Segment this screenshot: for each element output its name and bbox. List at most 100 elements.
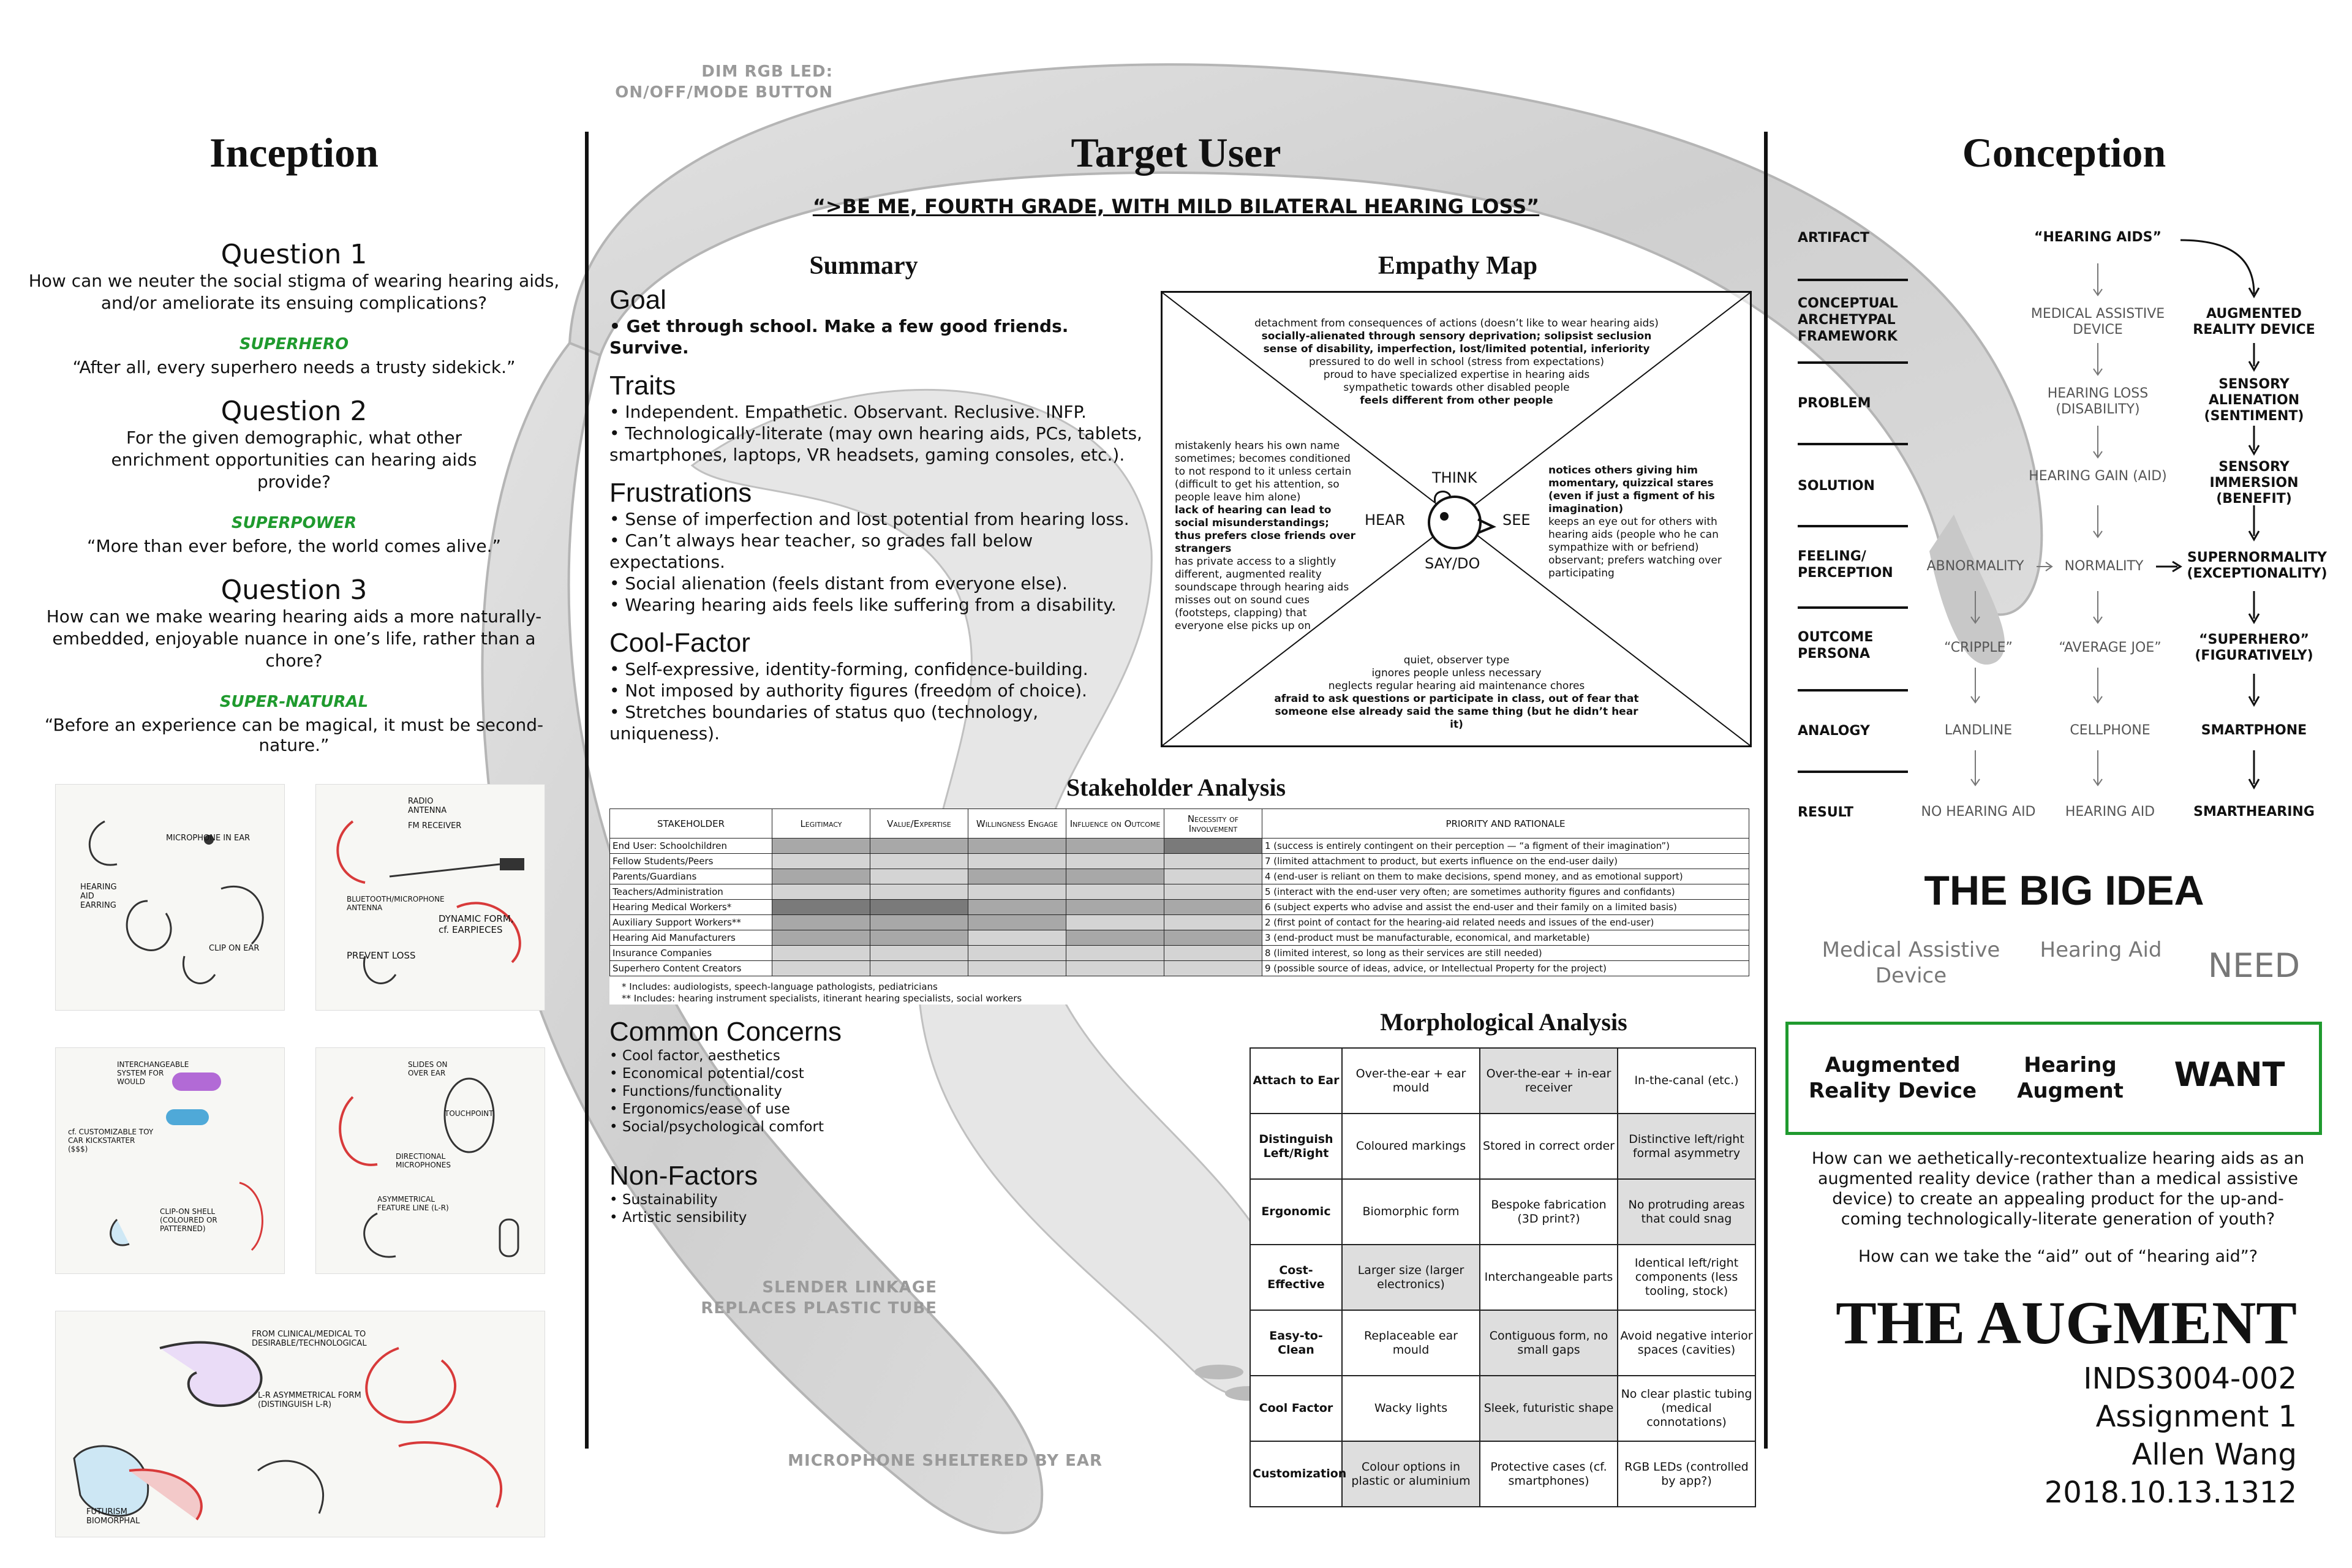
assignment: Assignment 1 <box>2095 1400 2297 1434</box>
hear-item: lack of hearing can lead to social misun… <box>1175 504 1356 555</box>
rating-cell <box>1066 853 1164 869</box>
morph-option: No clear plastic tubing (medical connota… <box>1617 1375 1756 1442</box>
morph-label: Easy-to-Clean <box>1250 1310 1343 1376</box>
sketch-note: L-R ASYMMETRICAL FORM (DISTINGUISH L-R) <box>258 1391 361 1409</box>
rating-cell <box>772 884 870 900</box>
stakeholder-name: Fellow Students/Peers <box>609 853 772 869</box>
morph-option: Coloured markings <box>1341 1113 1480 1180</box>
led-annotation: DIM RGB LED: ON/OFF/MODE BUTTON <box>612 61 833 103</box>
footnote: ** Includes: hearing instrument speciali… <box>622 993 1022 1004</box>
author: Allen Wang <box>2132 1438 2297 1472</box>
inception-questions: Question 1 How can we neuter the social … <box>18 239 570 755</box>
rating-cell <box>870 914 968 930</box>
see-label: SEE <box>1502 511 1531 529</box>
framework-label: PROBLEM <box>1798 396 1871 411</box>
morph-option: Sleek, futuristic shape <box>1479 1375 1618 1442</box>
rating-cell <box>870 869 968 884</box>
rating-cell <box>870 930 968 946</box>
linkage-annotation-line: SLENDER LINKAGE <box>762 1278 937 1297</box>
morph-label: Attach to Ear <box>1250 1047 1343 1114</box>
concerns-list: Cool factor, aesthetics Economical poten… <box>609 1047 1161 1136</box>
morph-option: Over-the-ear + ear mould <box>1341 1047 1480 1114</box>
question-title: Question 2 <box>221 396 368 427</box>
morph-label: Customization <box>1250 1441 1346 1507</box>
say-quadrant: quiet, observer type ignores people unle… <box>1273 654 1640 731</box>
morph-option: Over-the-ear + in-ear receiver <box>1479 1047 1618 1114</box>
rating-cell <box>1066 930 1164 946</box>
sketch-note: HEARING AID EARRING <box>80 883 117 910</box>
stakeholder-name: Insurance Companies <box>609 945 772 961</box>
table-row: Hearing Medical Workers*6 (subject exper… <box>609 899 1749 915</box>
question-block: Question 2 For the given demographic, wh… <box>18 396 570 556</box>
abnormality-node: ABNORMALITY <box>1926 559 2024 574</box>
say-label: SAY/DO <box>1425 555 1480 572</box>
say-item: neglects regular hearing aid maintenance… <box>1328 680 1585 692</box>
date: 2018.10.13.1312 <box>2044 1476 2297 1510</box>
rating-cell <box>1164 930 1262 946</box>
rating-cell <box>968 914 1066 930</box>
morph-option: Distinctive left/right formal asymmetry <box>1617 1113 1756 1180</box>
framework-label: CONCEPTUAL ARCHETYPAL FRAMEWORK <box>1798 296 1898 344</box>
big-idea-question: How can we aethetically-recontextualize … <box>1811 1149 2305 1229</box>
rating-cell <box>1164 960 1262 976</box>
ar-node: AUGMENTED REALITY DEVICE <box>2193 306 2315 337</box>
stakeholder-name: Teachers/Administration <box>609 884 772 900</box>
think-item: proud to have specialized expertise in h… <box>1323 369 1590 381</box>
nonfactor-item: Sustainability <box>609 1191 1161 1209</box>
sketch-note: DIRECTIONAL MICROPHONES <box>396 1152 451 1169</box>
sketch-panel: INTERCHANGEABLE SYSTEM FOR WOULD cf. CUS… <box>55 1047 285 1274</box>
summary-title: Summary <box>809 252 918 280</box>
framework-divider <box>1798 443 1908 445</box>
rating-cell <box>1066 960 1164 976</box>
morph-option: Identical left/right components (less to… <box>1617 1244 1756 1311</box>
rating-cell <box>1066 945 1164 961</box>
sketch-panel: FROM CLINICAL/MEDICAL TO DESIRABLE/TECHN… <box>55 1311 545 1537</box>
stakeholder-rationale: 9 (possible source of ideas, advice, or … <box>1262 960 1749 976</box>
need-row: Medical Assistive Device Hearing Aid NEE… <box>1813 937 2340 1005</box>
ear-sketch-graphic <box>88 820 264 984</box>
goal-item: Get through school. Make a few good frie… <box>609 315 1148 358</box>
framework-label: RESULT <box>1798 805 1854 820</box>
rating-cell <box>1066 899 1164 915</box>
rating-cell <box>968 930 1066 946</box>
stakeholder-rationale: 2 (first point of contact for the hearin… <box>1262 914 1749 930</box>
rating-cell <box>968 853 1066 869</box>
stakeholder-footnotes: * Includes: audiologists, speech-languag… <box>609 981 1749 1005</box>
landline-node: LANDLINE <box>1944 723 2013 738</box>
morph-option: Stored in correct order <box>1479 1113 1618 1180</box>
nonfactors-list: Sustainability Artistic sensibility <box>609 1191 1161 1227</box>
supernormality-node: SUPERNORMALITY (EXCEPTIONALITY) <box>2187 550 2328 581</box>
rating-cell <box>772 930 870 946</box>
rating-cell <box>1164 838 1262 854</box>
rating-cell <box>1164 853 1262 869</box>
morph-option: Bespoke fabrication (3D print?) <box>1479 1178 1618 1245</box>
goal-heading: Goal <box>609 285 666 315</box>
trait-item: Independent. Empathetic. Observant. Recl… <box>609 401 1148 423</box>
stakeholder-name: End User: Schoolchildren <box>609 838 772 854</box>
smartphone-node: SMARTPHONE <box>2201 723 2307 738</box>
cripple-node: “CRIPPLE” <box>1944 640 2013 655</box>
framework-divider <box>1798 361 1908 364</box>
sketch-note: BLUETOOTH/MICROPHONE ANTENNA <box>347 895 445 912</box>
rating-cell <box>870 899 968 915</box>
need-device: Medical Assistive Device <box>1822 938 2000 988</box>
morph-option: Protective cases (cf. smartphones) <box>1479 1441 1618 1507</box>
framework-divider <box>1798 606 1908 609</box>
morph-label: Cost-Effective <box>1250 1244 1343 1311</box>
framework-label: ARTIFACT <box>1798 230 1869 246</box>
cool-factor-list: Self-expressive, identity-forming, confi… <box>609 658 1148 744</box>
morph-option: In-the-canal (etc.) <box>1617 1047 1756 1114</box>
rating-cell <box>772 914 870 930</box>
sketch-note: SLIDES ON OVER EAR <box>408 1060 448 1077</box>
cool-factor-heading: Cool-Factor <box>609 628 750 658</box>
sketch-note: ASYMMETRICAL FEATURE LINE (L-R) <box>377 1195 449 1212</box>
led-annotation-line: ON/OFF/MODE BUTTON <box>615 83 833 102</box>
stakeholder-name: Superhero Content Creators <box>609 960 772 976</box>
morph-option: Biomorphic form <box>1341 1178 1480 1245</box>
say-item: quiet, observer type <box>1403 654 1510 666</box>
rating-cell <box>1066 869 1164 884</box>
stakeholder-header-cell: Willingness Engage <box>968 809 1066 839</box>
